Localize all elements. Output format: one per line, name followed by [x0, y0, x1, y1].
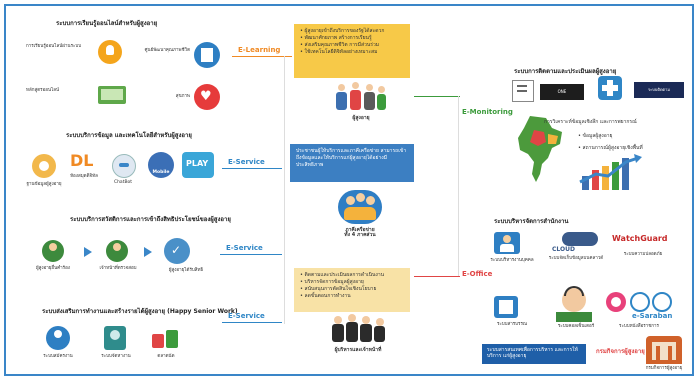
welfare-caption-1: ผู้สูงอายุยื่นคำร้อง: [35, 266, 70, 271]
elearn-caption-3: หลักสูตรออนไลน์: [26, 88, 60, 93]
person-icon: [42, 240, 64, 262]
call-center-icon: [562, 286, 586, 312]
section-title-e-monitoring: ระบบการติดตามและประเมินผลผู้สูงอายุ: [514, 68, 617, 75]
growth-chart-icon: [576, 152, 668, 192]
section-title-e-service-3: ระบบส่งเสริมการทำงานและสร้างรายได้ผู้สูง…: [42, 308, 238, 315]
arrow-right-icon: [144, 247, 152, 257]
office-caption-2: ระบบจัดเก็บข้อมูลบนคลาวด์: [548, 256, 604, 261]
gear-icon: [32, 154, 56, 178]
tag-e-service-2: E-Service: [226, 244, 263, 252]
office-caption-1: ระบบบริหารงานบุคคล: [490, 258, 534, 263]
staff-label: ผู้บริหารและเจ้าหน้าที่: [334, 347, 382, 353]
market-icon: [152, 328, 180, 350]
thailand-map: [512, 114, 566, 184]
mobile-app-icon: [148, 152, 174, 178]
lightbulb-icon: [98, 40, 122, 64]
connector-line: [222, 322, 282, 323]
monitoring-intro: การวิเคราะห์ข้อมูลเชิงลึก และการพยากรณ์: [544, 119, 637, 125]
connector-line: [414, 276, 460, 277]
watchguard-logo: WatchGuard: [612, 234, 668, 243]
tag-e-monitoring: E-Monitoring: [462, 108, 513, 116]
section-title-e-service-1: ระบบบริการข้อมูล และเทคโนโลยีสำหรับผู้สู…: [66, 132, 192, 139]
network-group-icon: [338, 190, 382, 224]
citizen-benefits-box: • ผู้สูงอายุเข้าถึงบริการของรัฐได้สะดวก …: [294, 24, 410, 78]
e-saraban-dot-icon: [630, 292, 650, 312]
tag-e-office: E-Office: [462, 270, 493, 278]
section-title-e-office: ระบบบริหารจัดการสำนักงาน: [494, 218, 569, 225]
e-saraban-dot-icon: [652, 292, 672, 312]
work-caption-3: ตลาดนัด: [157, 354, 175, 359]
mis-banner: ระบบสารสนเทศเพื่อการบริหาร และการให้บริก…: [482, 344, 586, 364]
growth-chart-shape: [579, 154, 642, 190]
document-system-icon: [494, 296, 518, 318]
department-stamp: กรมกิจการผู้สูงอายุ: [596, 348, 645, 355]
office-caption-3: ระบบความปลอดภัย: [623, 252, 663, 257]
citizen-label: ผู้สูงอายุ: [352, 115, 370, 121]
tag-e-service-1: E-Service: [228, 158, 265, 166]
service-caption-4: Mobile: [152, 170, 170, 175]
thailand-map-shape: [518, 116, 562, 182]
connector-line: [284, 56, 285, 324]
tag-e-learning: E-Learning: [238, 46, 281, 54]
tag-e-service-3: E-Service: [228, 312, 265, 320]
call-center-desk: [556, 312, 592, 322]
connector-line: [414, 96, 460, 97]
e-saraban-icon: [606, 292, 626, 312]
network-benefits-box: ประชาชนผู้ให้บริการและภาคีเครือข่าย สามา…: [290, 144, 414, 182]
job-search-icon: [104, 326, 126, 350]
connector-line: [232, 56, 292, 57]
e-saraban-logo: e-Saraban: [632, 312, 673, 320]
building-icon: [194, 42, 220, 68]
section-title-e-service-2: ระบบบริการสวัสดิการและการเข้าถึงสิทธิประ…: [70, 216, 231, 223]
chatbot-icon: [112, 154, 136, 178]
cloud-icon: [562, 232, 598, 246]
play-label: PLAY: [186, 159, 209, 168]
work-caption-2: ระบบจัดหางาน: [101, 354, 131, 359]
dl-logo: DL: [70, 151, 94, 170]
connector-line: [458, 96, 459, 276]
connector-line: [220, 254, 282, 255]
staff-group-icon: [330, 314, 386, 344]
verified-icon: ✓: [164, 238, 190, 264]
elderly-group-icon: [336, 82, 386, 112]
work-caption-1: ระบบสมัครงาน: [43, 354, 73, 359]
monitoring-bullet-1: • ข้อมูลผู้สูงอายุ: [578, 133, 613, 139]
welfare-caption-3: ผู้สูงอายุได้รับสิทธิ: [168, 268, 204, 273]
elearn-caption-1: การเรียนรู้ออนไลน์ผ่านระบบ: [26, 44, 82, 49]
office-caption-5: ระบบคอลเซ็นเตอร์: [557, 324, 595, 329]
cloud-logo: CLOUD: [552, 246, 575, 253]
network-label: ภาคีเครือข่าย ทั้ง 4 ภาคส่วน: [344, 227, 376, 238]
officer-icon: [106, 240, 128, 262]
elearn-caption-2: ศูนย์พัฒนาคุณภาพชีวิต: [144, 48, 190, 53]
welfare-caption-2: เจ้าหน้าที่ตรวจสอบ: [99, 266, 137, 271]
building-caption: กรมกิจการผู้สูงอายุ: [645, 366, 683, 371]
logo-one: ONE: [540, 84, 584, 100]
service-caption-1: ฐานข้อมูลผู้สูงอายุ: [26, 182, 62, 187]
monitoring-bullet-2: • สถานการณ์ผู้สูงอายุเชิงพื้นที่: [578, 145, 643, 151]
report-icon: [512, 80, 534, 102]
elearn-caption-4: สุขภาพ: [175, 94, 190, 99]
hr-system-icon: [494, 232, 520, 254]
arrow-right-icon: [84, 247, 92, 257]
laptop-icon: [98, 86, 126, 104]
staff-benefits-box: • ติดตามและประเมินผลการดำเนินงาน • บริหา…: [294, 268, 410, 312]
office-caption-4: ระบบสารบรรณ: [496, 322, 528, 327]
section-title-e-learning: ระบบการเรียนรู้ออนไลน์สำหรับผู้สูงอายุ: [56, 20, 158, 27]
building-photo-icon: [646, 336, 682, 364]
office-caption-6: ระบบหนังสือราชการ: [619, 324, 659, 329]
diagram-frame: ระบบการเรียนรู้ออนไลน์สำหรับผู้สูงอายุ ก…: [4, 4, 694, 376]
worker-icon: [46, 326, 70, 350]
medical-logo-icon: [598, 76, 622, 100]
service-caption-3: ChatBot: [113, 180, 133, 185]
logo-tracking: ระบบติดตาม: [634, 82, 684, 98]
heart-icon: ♥: [194, 84, 220, 110]
connector-line: [222, 168, 282, 169]
service-caption-2: ห้องสมุดดิจิทัล: [70, 174, 98, 179]
play-store-icon: PLAY: [182, 152, 214, 178]
